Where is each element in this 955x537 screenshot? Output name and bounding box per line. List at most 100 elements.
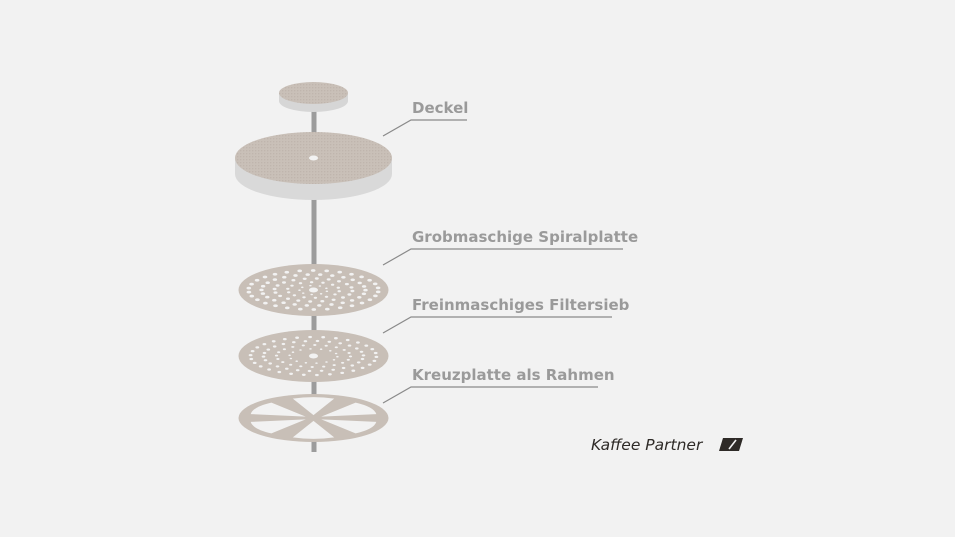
perforation-hole xyxy=(337,290,341,293)
perforation-hole xyxy=(305,273,310,276)
perforation-hole xyxy=(301,373,306,376)
perforation-hole xyxy=(289,363,293,366)
perforation-hole xyxy=(336,286,340,289)
perforation-hole xyxy=(291,351,295,353)
perforation-hole xyxy=(329,303,334,306)
perforation-hole xyxy=(326,278,331,281)
perforation-hole xyxy=(317,304,322,307)
perforation-hole xyxy=(361,354,366,357)
perforation-hole xyxy=(361,285,367,288)
perforation-hole xyxy=(355,347,359,350)
perforation-hole xyxy=(281,342,286,346)
perforation-hole xyxy=(261,355,266,358)
perforation-hole xyxy=(302,296,306,299)
perforation-hole xyxy=(297,269,303,273)
perforation-hole xyxy=(313,296,318,299)
perforation-hole xyxy=(246,286,252,290)
perforation-hole xyxy=(325,290,329,293)
perforation-hole xyxy=(321,281,325,284)
cross-slot xyxy=(321,402,377,417)
perforation-hole xyxy=(295,360,299,362)
perforation-hole xyxy=(330,274,335,277)
perforation-hole xyxy=(310,269,316,272)
spiralplatte-label: Grobmaschige Spiralplatte xyxy=(412,228,638,246)
perforation-hole xyxy=(287,291,291,294)
perforation-hole xyxy=(276,358,280,360)
perforation-hole xyxy=(304,362,308,364)
perforation-hole xyxy=(310,366,314,368)
perforation-hole xyxy=(278,294,283,298)
perforation-hole xyxy=(281,301,286,305)
perforation-hole xyxy=(370,347,375,351)
perforation-hole xyxy=(248,353,253,357)
perforation-hole xyxy=(328,373,332,376)
perforation-hole xyxy=(375,290,381,294)
perforation-hole xyxy=(334,337,338,340)
perforation-hole xyxy=(290,284,294,287)
perforation-hole xyxy=(315,362,318,364)
perforation-hole xyxy=(302,277,307,280)
perforation-hole xyxy=(373,351,378,355)
brand-name: Kaffee Partner xyxy=(591,436,704,454)
perforation-hole xyxy=(367,298,373,302)
perforation-hole xyxy=(325,361,328,363)
perforation-hole xyxy=(342,348,346,351)
perforation-hole xyxy=(308,335,312,339)
perforation-hole xyxy=(341,275,346,279)
perforation-hole xyxy=(282,348,286,351)
perforation-hole xyxy=(301,286,304,289)
perforation-hole xyxy=(309,348,312,350)
perforation-hole xyxy=(356,341,360,344)
filtersieb-label: Freinmaschiges Filtersieb xyxy=(412,296,630,314)
perforation-hole xyxy=(340,371,345,375)
perforation-hole xyxy=(262,275,268,279)
perforation-hole xyxy=(320,300,325,303)
perforation-hole xyxy=(292,294,297,297)
perforation-hole xyxy=(350,364,355,367)
perforation-hole xyxy=(295,369,300,372)
filter-screen xyxy=(238,330,389,382)
perforation-hole xyxy=(273,304,278,308)
perforation-hole xyxy=(258,365,263,368)
spiral-plate xyxy=(238,264,389,316)
perforation-hole xyxy=(259,288,264,292)
perforation-hole xyxy=(275,284,280,287)
perforation-hole xyxy=(334,346,338,349)
perforation-hole xyxy=(329,350,332,352)
perforation-hole xyxy=(275,365,280,368)
perforation-hole xyxy=(347,344,352,347)
perforation-hole xyxy=(330,283,335,286)
perforation-hole xyxy=(271,340,276,343)
perforation-hole xyxy=(357,295,362,299)
perforation-hole xyxy=(338,342,343,345)
perforation-hole xyxy=(291,279,296,282)
perforation-hole xyxy=(319,348,323,350)
perforation-hole xyxy=(348,355,353,358)
perforation-hole xyxy=(315,373,319,377)
perforation-hole xyxy=(255,346,260,349)
perforation-hole xyxy=(246,290,252,294)
perforation-hole xyxy=(321,336,326,339)
perforation-hole xyxy=(359,275,364,279)
perforation-hole xyxy=(282,337,287,341)
perforation-hole xyxy=(349,272,354,276)
perforation-hole xyxy=(360,366,365,370)
perforation-hole xyxy=(249,294,255,298)
perforation-hole xyxy=(293,274,298,277)
perforation-hole xyxy=(373,294,378,298)
perforation-hole xyxy=(277,351,281,354)
perforation-hole xyxy=(274,354,279,357)
perforation-hole xyxy=(333,293,337,296)
perforation-hole xyxy=(307,369,312,373)
perforation-hole xyxy=(340,301,345,305)
perforation-hole xyxy=(347,293,352,296)
perforation-hole xyxy=(263,359,268,362)
perforation-hole xyxy=(284,270,290,274)
perforation-hole xyxy=(289,372,293,375)
perforation-hole xyxy=(288,354,291,357)
perforation-hole xyxy=(308,300,313,303)
perforation-hole xyxy=(367,278,372,282)
perforation-hole xyxy=(357,281,362,285)
